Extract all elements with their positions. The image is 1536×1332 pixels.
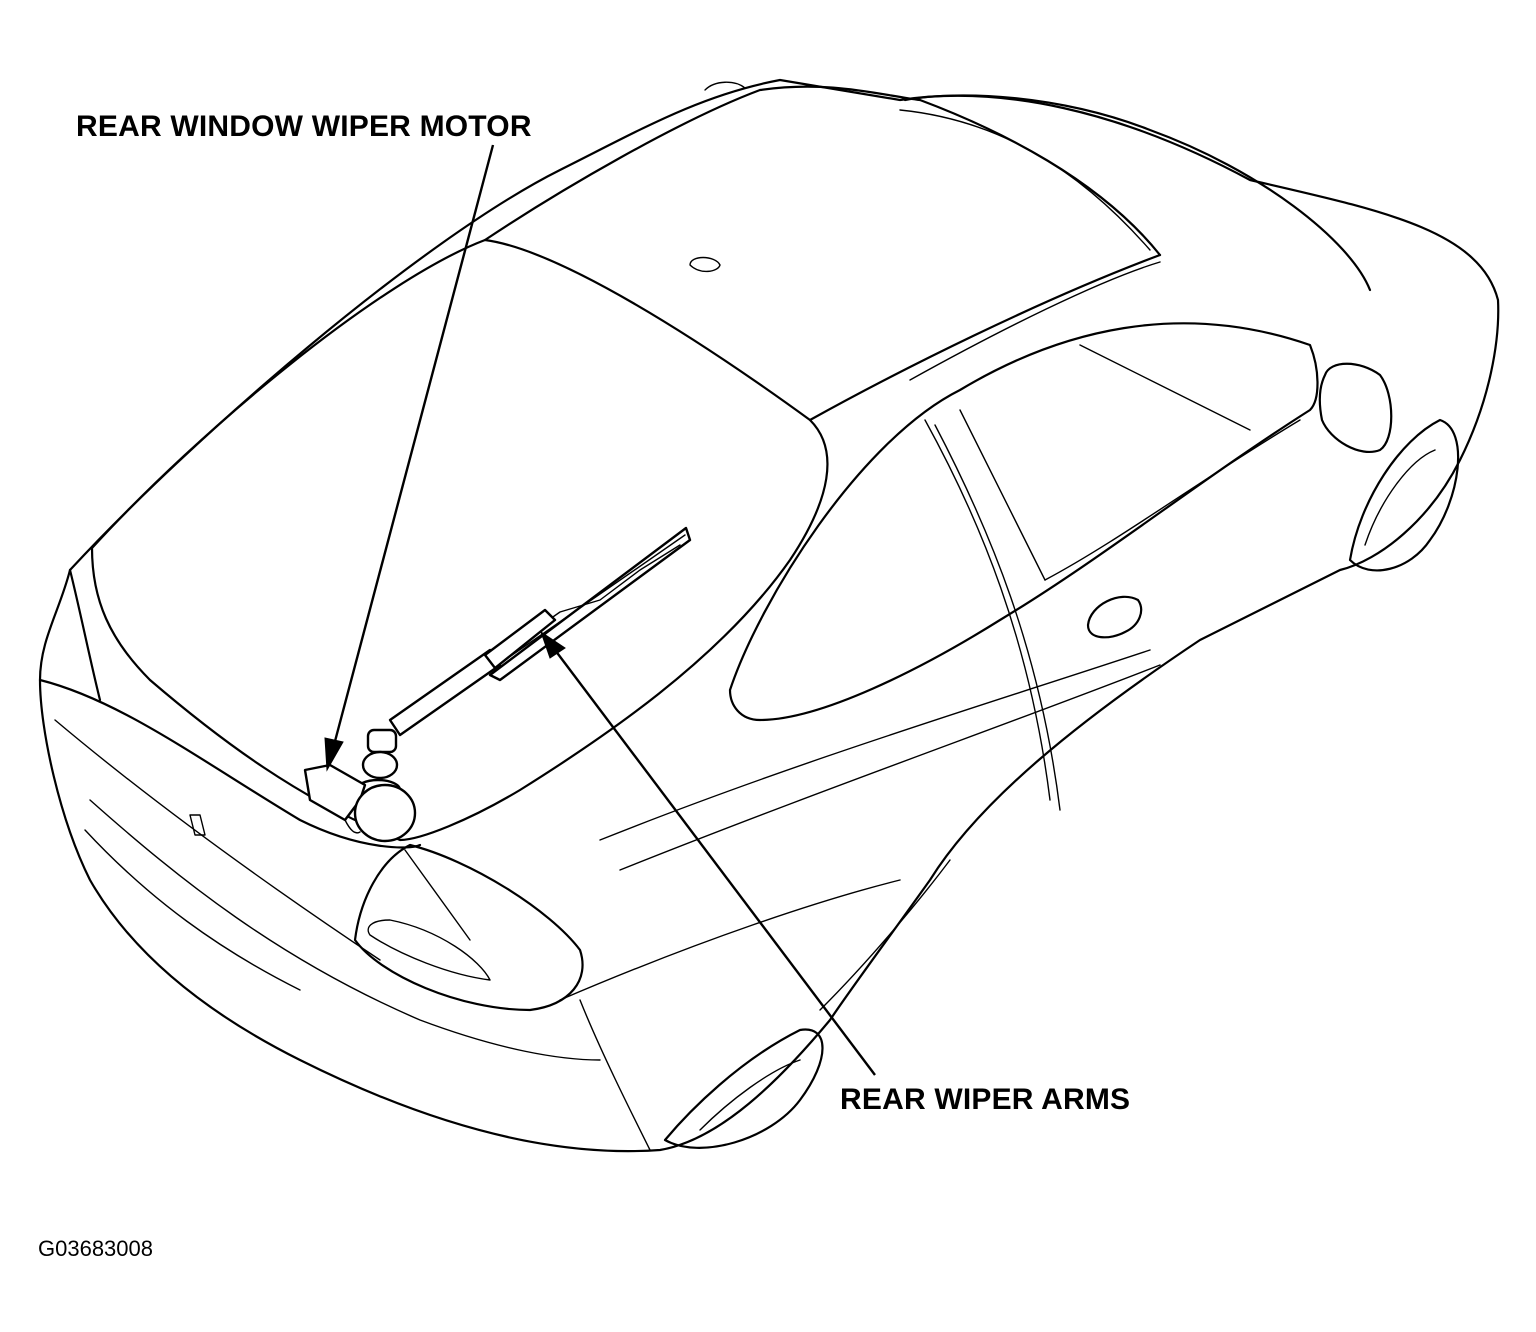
motor-leader	[324, 144, 495, 772]
arms-arrowhead-icon	[540, 630, 566, 659]
wiper-motor-label: REAR WINDOW WIPER MOTOR	[76, 110, 532, 143]
wiper-arm	[388, 608, 557, 737]
wiper-motor	[303, 763, 417, 843]
wiper-arms-label: REAR WIPER ARMS	[840, 1083, 1131, 1116]
motor-arrowhead-icon	[324, 737, 344, 772]
arms-leader	[540, 630, 876, 1076]
figure-id: G03683008	[38, 1236, 153, 1261]
wiper-blade	[488, 526, 692, 682]
car-body	[38, 78, 1500, 1153]
